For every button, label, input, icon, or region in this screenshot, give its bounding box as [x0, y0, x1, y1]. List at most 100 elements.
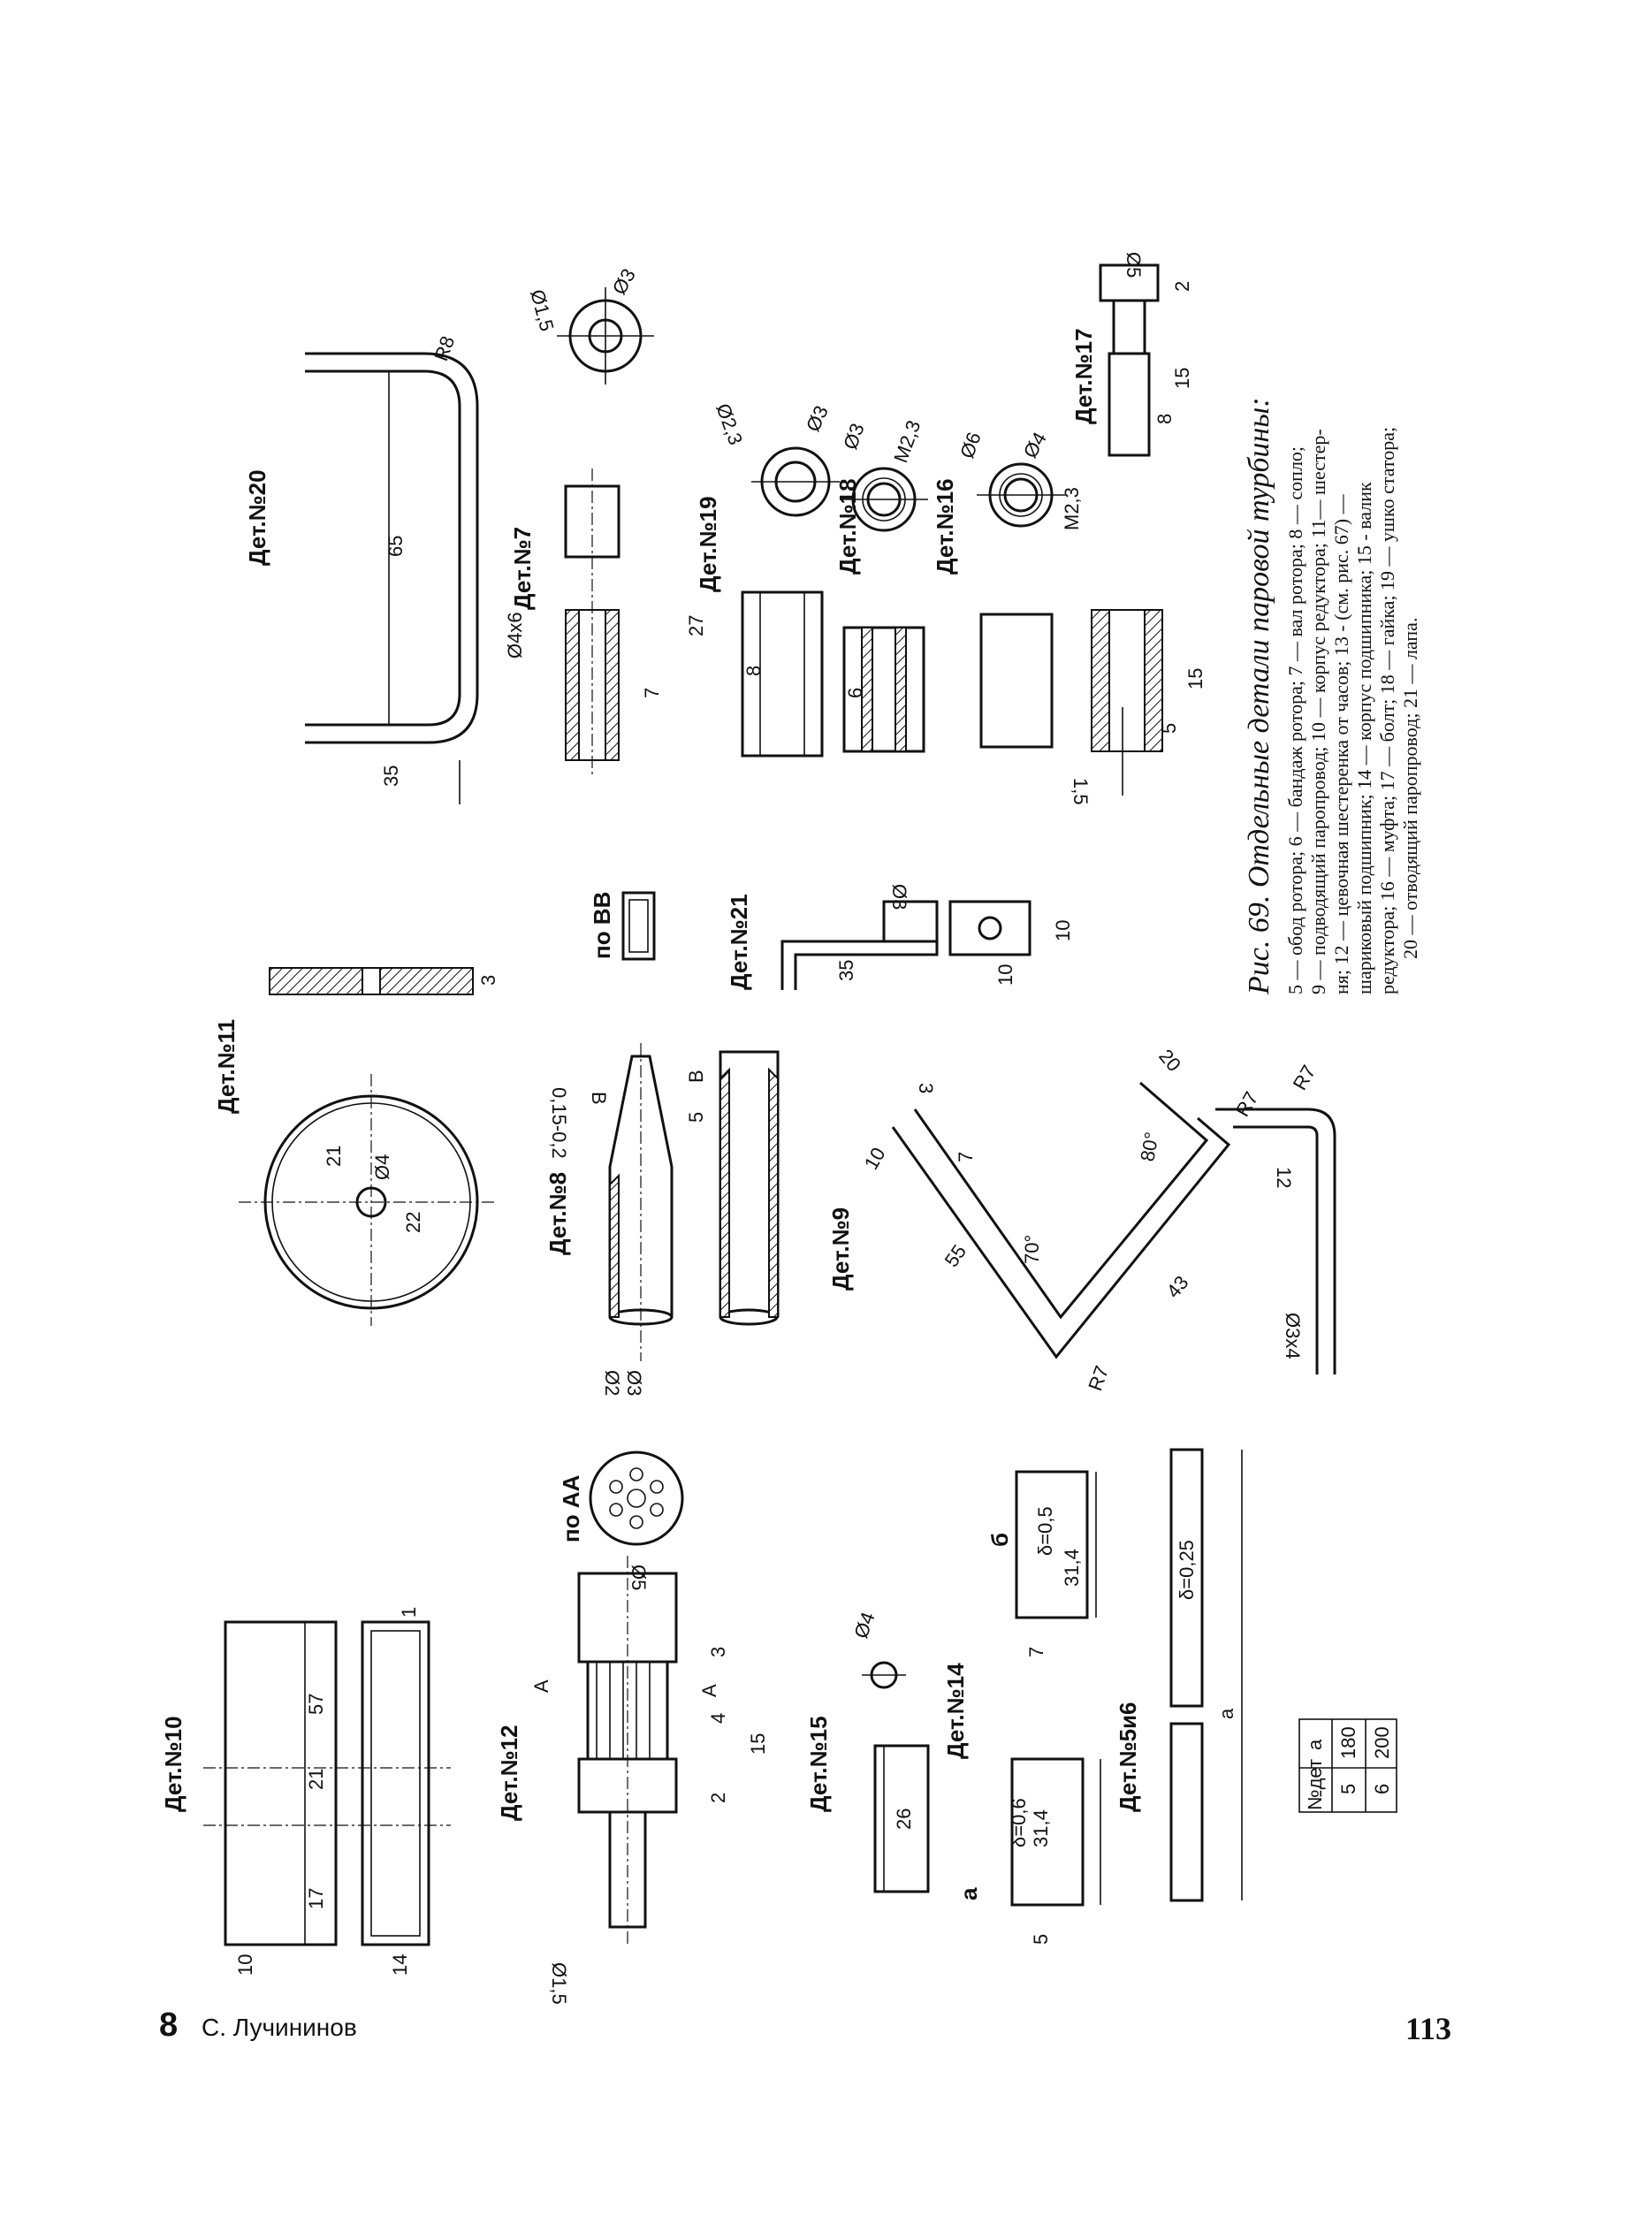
part-10-drawing: Дет.№10 10 17 21 57 14 1	[160, 1607, 451, 1976]
part-5-6-band-bottom	[1169, 1722, 1204, 1902]
dim-19-8: 8	[742, 666, 765, 676]
part-5-6-label: Дет.№5и6	[1115, 1702, 1141, 1812]
section-b-left: B	[588, 1092, 610, 1105]
part-21-foot	[948, 900, 1032, 956]
page-footer: 8 С. Лучининов 113	[0, 2007, 1652, 2060]
dim-8-tip: 0,15-0,2	[548, 1087, 570, 1159]
dim-10-width: 10	[234, 1954, 256, 1976]
view-bb-section	[621, 891, 656, 961]
dim-15-26: 26	[893, 1809, 915, 1830]
part-18-nut-side	[842, 626, 925, 753]
dim-9-55: 55	[940, 1240, 971, 1270]
caption-line-4: шариковый подшипник; 14 — корпус подшипн…	[1353, 482, 1375, 994]
part-14-drawing: Дет.№14 а 31,4 δ=0,6 5 б 31,4 δ=0,5 7	[942, 1470, 1101, 1945]
part-12-drawing: Дет.№12 Ø5 Ø1,5 2 4 3 15 A A по АА	[496, 1451, 769, 2005]
part-15-drawing: Дет.№15 26 Ø4	[805, 1610, 930, 1893]
table-cell-5: 5	[1337, 1784, 1359, 1794]
page-number: 113	[1405, 2011, 1452, 2046]
part-5-6-drawing: Дет.№5и6 a δ=0,25	[1115, 1448, 1243, 1902]
dim-9-angle70: 70°	[1021, 1235, 1043, 1264]
part-12-label: Дет.№12	[496, 1725, 522, 1821]
part-14-label: Дет.№14	[942, 1663, 969, 1759]
dim-10-1: 1	[398, 1607, 420, 1618]
part-11-label: Дет.№11	[213, 1019, 240, 1114]
dim-20-dia: Ø4x6	[504, 612, 526, 659]
dim-10-21: 21	[305, 1769, 327, 1790]
part-17-bolt-body	[1108, 352, 1151, 457]
part-17-drawing: Дет.№17 Ø5 2 15 8	[1070, 252, 1193, 457]
dim-21-10b: 10	[994, 964, 1016, 986]
dim-14-b-length: 31,4	[1061, 1549, 1083, 1587]
part-21-profile	[780, 940, 939, 990]
dim-9-12: 12	[1273, 1167, 1295, 1188]
part-11-drawing: Дет.№11 3 21 22 Ø4	[213, 967, 499, 1326]
part-8-drawing: Дет.№8 Ø2 Ø3 5 0,15-0,2 B B	[544, 1043, 780, 1396]
dim-21-10a: 10	[1052, 920, 1074, 941]
dim-11-3: 3	[477, 975, 499, 986]
part-19-eye-side	[741, 590, 824, 758]
dim-11-22: 22	[402, 1212, 424, 1233]
caption-title: Рис. 69. Отдельные детали паровой турбин…	[1243, 397, 1275, 995]
dim-16-m23: M2,3	[1061, 487, 1083, 530]
caption-line-5: редуктора; 16 — муфта; 17 — болт; 18 — г…	[1376, 427, 1398, 994]
dim-9-r7a: R7	[1084, 1363, 1113, 1394]
dim-12-15: 15	[747, 1733, 769, 1755]
footer-signature-number: 8	[159, 2007, 179, 2044]
dim-9-3: 3	[915, 1083, 937, 1093]
dim-9-7: 7	[955, 1152, 977, 1162]
dim-18-m23: M2,3	[889, 417, 925, 466]
dim-9-43: 43	[1162, 1271, 1193, 1302]
dim-9-10: 10	[860, 1144, 890, 1174]
dim-21-d3: Ø3	[888, 884, 910, 910]
dim-7-d3: Ø3	[608, 265, 640, 299]
footer-author: С. Лучининов	[202, 2014, 357, 2041]
dim-12-d5: Ø5	[628, 1565, 650, 1590]
dim-14-a-thick: δ=0,6	[1008, 1798, 1030, 1847]
dim-16-d6: Ø6	[955, 430, 986, 461]
dim-20-65: 65	[384, 536, 407, 557]
dim-14-a-length: 31,4	[1030, 1809, 1052, 1847]
size-table: №дет a 5 180 6 200	[1298, 1718, 1397, 1813]
part-21-drawing: по ВВ Дет.№21 35 Ø3 10 10	[589, 884, 1074, 990]
table-header-a: a	[1304, 1739, 1326, 1750]
part-20-label: Дет.№20	[244, 469, 270, 566]
dim-8-d2: Ø2	[601, 1370, 623, 1396]
part-17-label: Дет.№17	[1070, 328, 1097, 424]
dim-9-r7c: R7	[1289, 1062, 1321, 1094]
dim-16-d4: Ø4	[1019, 429, 1051, 462]
section-a-right: A	[698, 1684, 720, 1697]
figure-caption: Рис. 69. Отдельные детали паровой турбин…	[1243, 397, 1421, 995]
table-cell-6: 6	[1371, 1784, 1393, 1794]
dim-56-a: a	[1215, 1708, 1237, 1719]
caption-line-2: 9 — подводящий паропровод; 10 — корпус р…	[1307, 429, 1329, 994]
dim-8-5: 5	[685, 1112, 707, 1123]
part-16-label: Дет.№16	[932, 478, 958, 575]
section-b-right: B	[685, 1070, 707, 1083]
table-cell-180: 180	[1337, 1726, 1359, 1759]
part-15-label: Дет.№15	[805, 1716, 832, 1812]
part-14-strip-b	[1015, 1470, 1089, 1619]
dim-18-6: 6	[844, 688, 866, 698]
part-16-drawing: Дет.№16 Ø6 Ø4 M2,3 5 15 1,5	[932, 429, 1207, 805]
part-14-strip-a	[1010, 1757, 1085, 1907]
part-15-shaft	[873, 1744, 930, 1893]
dim-17-2: 2	[1171, 281, 1193, 292]
caption-line-6: 20 — отводящий паропровод; 21 — лапа.	[1399, 618, 1421, 959]
dim-10-57: 57	[305, 1694, 327, 1715]
dim-56-thick: δ=0,25	[1176, 1540, 1198, 1600]
dim-20-35: 35	[380, 765, 402, 787]
table-header-part: №дет	[1304, 1759, 1326, 1810]
view-b-label: б	[986, 1533, 1013, 1547]
part-7-drawing: Дет.№7 7 27 Ø1,5 Ø3	[509, 265, 707, 778]
dim-7-7: 7	[641, 688, 663, 698]
dim-21-35: 35	[835, 960, 857, 981]
dim-16-15b: 1,5	[1070, 778, 1092, 805]
part-19-drawing: Дет.№19 8 Ø2,3 Ø3	[695, 400, 840, 758]
part-21-label: Дет.№21	[726, 894, 752, 990]
part-7-label: Дет.№7	[509, 527, 536, 610]
caption-line-1: 5 — обод ротора; 6 — бандаж ротора; 7 — …	[1284, 446, 1306, 994]
dim-19-d3: Ø3	[802, 402, 833, 435]
part-18-label: Дет.№18	[834, 478, 861, 575]
dim-12-4: 4	[707, 1713, 729, 1724]
